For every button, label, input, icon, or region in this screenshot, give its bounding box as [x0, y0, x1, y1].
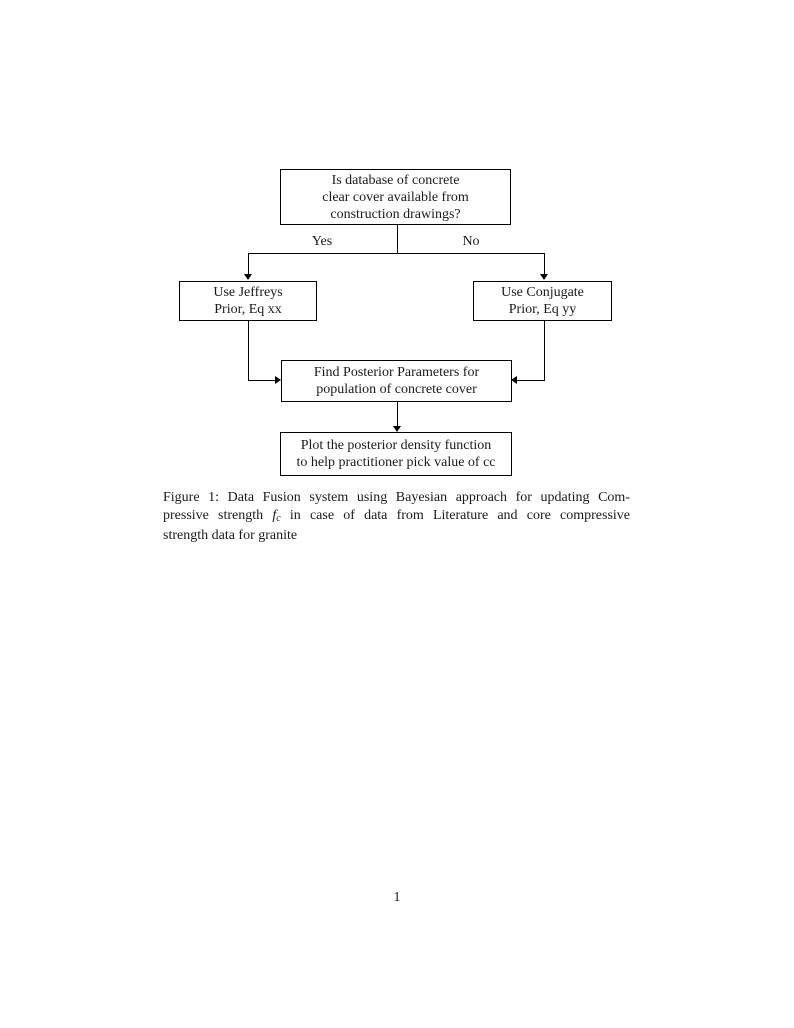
connector-conjugate-down — [544, 321, 545, 381]
arrowhead-right-icon — [275, 376, 281, 384]
node-text-line: to help practitioner pick value of cc — [296, 455, 496, 470]
caption-line-2: pressive strength fc in case of data fro… — [163, 507, 630, 524]
arrowhead-down-icon — [393, 426, 401, 432]
node-text-line: clear cover available from — [322, 189, 469, 205]
figure-caption: Figure 1: Data Fusion system using Bayes… — [163, 489, 630, 545]
connector-no-drop — [544, 253, 545, 275]
connector-branch-horizontal — [248, 253, 545, 254]
connector-jeffreys-down — [248, 321, 249, 381]
arrowhead-down-icon — [244, 274, 252, 280]
node-text-line: Prior, Eq yy — [508, 302, 577, 317]
node-text-line: construction drawings? — [330, 206, 461, 222]
page-number: 1 — [393, 890, 401, 905]
caption-line-1: Figure 1: Data Fusion system using Bayes… — [163, 490, 630, 505]
edge-label-no: No — [462, 234, 480, 249]
node-text-line: Use Conjugate — [501, 285, 584, 300]
connector-question-stem — [397, 225, 398, 253]
flow-node-question: Is database of concrete clear cover avai… — [280, 169, 511, 225]
node-text-line: population of concrete cover — [316, 382, 477, 397]
node-text-line: Use Jeffreys — [213, 285, 283, 300]
node-text-line: Prior, Eq xx — [214, 302, 282, 317]
flow-node-plot-density: Plot the posterior density function to h… — [280, 432, 512, 476]
flow-node-conjugate-prior: Use Conjugate Prior, Eq yy — [473, 281, 612, 321]
arrowhead-left-icon — [511, 376, 517, 384]
node-text-line: Find Posterior Parameters for — [313, 365, 480, 380]
arrowhead-down-icon — [540, 274, 548, 280]
flow-node-posterior-parameters: Find Posterior Parameters for population… — [281, 360, 512, 402]
caption-line-3: strength data for granite — [163, 528, 298, 543]
node-text-line: Is database of concrete — [331, 172, 460, 188]
connector-into-posterior-left — [248, 380, 276, 381]
flow-node-jeffreys-prior: Use Jeffreys Prior, Eq xx — [179, 281, 317, 321]
connector-into-posterior-right — [517, 380, 545, 381]
math-variable-fc: fc — [272, 507, 281, 524]
node-text-line: Plot the posterior density function — [300, 438, 492, 453]
connector-posterior-down — [397, 402, 398, 427]
edge-label-yes: Yes — [311, 234, 333, 249]
connector-yes-drop — [248, 253, 249, 275]
